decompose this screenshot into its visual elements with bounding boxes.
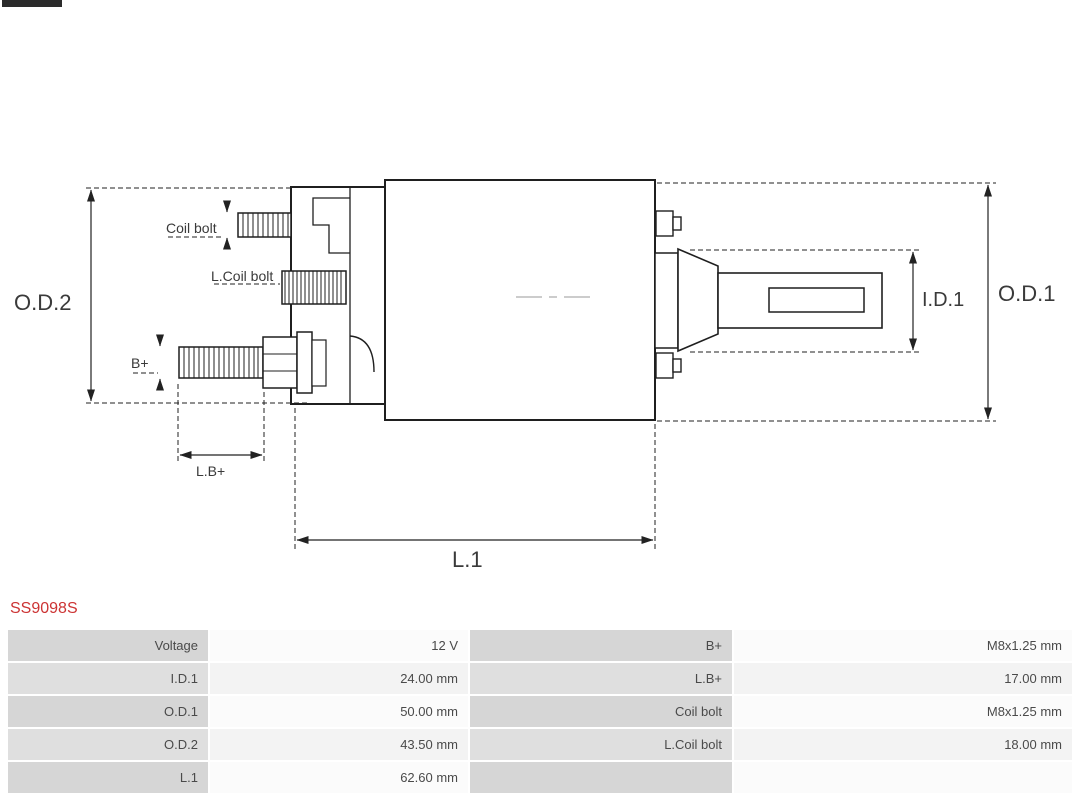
dim-label-l-coil-bolt: L.Coil bolt [211, 268, 273, 284]
b-plus-washer [296, 331, 313, 394]
coil-thread-block [281, 270, 347, 305]
spec-value: M8x1.25 mm [734, 630, 1072, 661]
dim-label-coil-bolt: Coil bolt [166, 220, 217, 236]
b-plus-stud [178, 331, 327, 394]
spec-label: Coil bolt [470, 696, 732, 727]
spec-value: 12 V [210, 630, 468, 661]
dim-label-l1: L.1 [452, 547, 483, 572]
solenoid-technical-drawing: O.D.2 O.D.1 I.D.1 L.1 L.B+ B+ Coil bolt … [14, 179, 1055, 572]
spec-value: M8x1.25 mm [734, 696, 1072, 727]
spec-value: 18.00 mm [734, 729, 1072, 760]
spec-label [470, 762, 732, 793]
spec-value [734, 762, 1072, 793]
spec-row: Voltage 12 V B+ M8x1.25 mm [8, 630, 1072, 661]
spec-row: O.D.1 50.00 mm Coil bolt M8x1.25 mm [8, 696, 1072, 727]
spec-label: O.D.1 [8, 696, 208, 727]
spec-row: L.1 62.60 mm [8, 762, 1072, 793]
spec-label: O.D.2 [8, 729, 208, 760]
dim-label-id1: I.D.1 [922, 289, 964, 311]
spec-table: Voltage 12 V B+ M8x1.25 mm I.D.1 24.00 m… [8, 630, 1072, 795]
dim-label-od1: O.D.1 [998, 281, 1055, 306]
coil-bolt-stud [237, 212, 292, 238]
b-plus-nut [262, 336, 298, 389]
spec-label: L.1 [8, 762, 208, 793]
spec-label: B+ [470, 630, 732, 661]
dimension-extension-lines [86, 182, 996, 549]
dim-label-b-plus: B+ [131, 355, 149, 371]
plunger-shaft [654, 247, 883, 353]
shaft-slot [768, 287, 865, 313]
spec-label: L.Coil bolt [470, 729, 732, 760]
spec-label: I.D.1 [8, 663, 208, 694]
solenoid-outline [178, 179, 883, 421]
spec-label: L.B+ [470, 663, 732, 694]
spec-label: Voltage [8, 630, 208, 661]
spec-row: I.D.1 24.00 mm L.B+ 17.00 mm [8, 663, 1072, 694]
spec-value: 62.60 mm [210, 762, 468, 793]
logo-fragment [2, 0, 62, 7]
mounting-tabs [655, 210, 682, 379]
spec-value: 24.00 mm [210, 663, 468, 694]
dim-label-od2: O.D.2 [14, 290, 71, 315]
part-number: SS9098S [10, 600, 78, 617]
spec-value: 50.00 mm [210, 696, 468, 727]
dim-label-lb-plus: L.B+ [196, 463, 225, 479]
spec-value: 17.00 mm [734, 663, 1072, 694]
solenoid-body [384, 179, 656, 421]
spec-value: 43.50 mm [210, 729, 468, 760]
dimension-lines [87, 184, 992, 544]
spec-row: O.D.2 43.50 mm L.Coil bolt 18.00 mm [8, 729, 1072, 760]
